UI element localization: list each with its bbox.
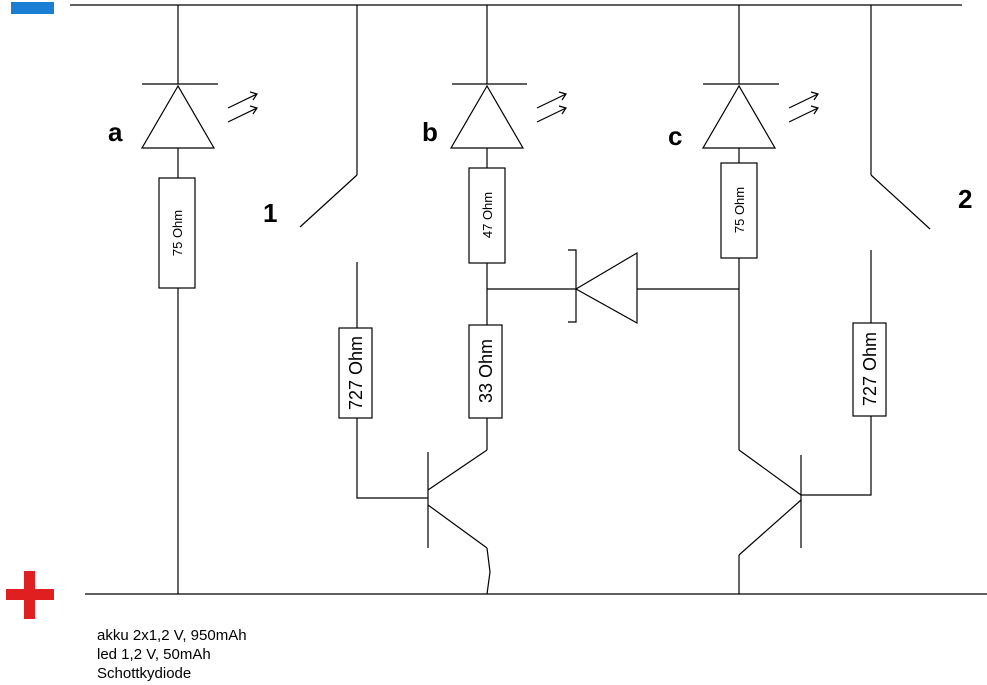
switch-1-label: 1 bbox=[263, 198, 277, 228]
transistor-left-icon bbox=[427, 449, 491, 595]
led-a-light-arrow-2 bbox=[227, 107, 258, 123]
schottky-diode-icon bbox=[574, 251, 638, 325]
note-diode: Schottkydiode bbox=[97, 665, 192, 682]
led-c-icon bbox=[701, 84, 777, 149]
resistor-base-left bbox=[338, 327, 373, 419]
resistor-collector bbox=[468, 324, 503, 419]
resistor-a-value: 75 Ohm bbox=[170, 210, 185, 256]
resistor-collector-value: 33 Ohm bbox=[476, 339, 496, 403]
plus-terminal-icon bbox=[6, 571, 54, 619]
led-a-light-arrow-1 bbox=[227, 93, 258, 109]
switch-2 bbox=[870, 5, 931, 323]
minus-terminal-icon bbox=[11, 2, 54, 14]
led-a-icon bbox=[140, 84, 216, 149]
led-a-label: a bbox=[108, 117, 123, 147]
schottky-bar bbox=[568, 249, 577, 323]
switch-1 bbox=[299, 5, 358, 328]
led-a-branch bbox=[140, 5, 258, 594]
led-b-branch bbox=[449, 5, 567, 450]
led-c-label: c bbox=[668, 121, 682, 151]
resistor-a bbox=[158, 177, 196, 289]
led-c-branch bbox=[701, 5, 819, 450]
note-led: led 1,2 V, 50mAh bbox=[97, 646, 211, 663]
transistor-right-icon bbox=[738, 449, 802, 594]
note-battery: akku 2x1,2 V, 950mAh bbox=[97, 627, 247, 644]
resistor-c-value: 75 Ohm bbox=[732, 187, 747, 233]
resistor-b-value: 47 Ohm bbox=[480, 192, 495, 238]
led-b-icon bbox=[449, 84, 525, 149]
schottky-diode bbox=[487, 249, 739, 325]
resistor-base-right bbox=[852, 322, 887, 417]
notes: akku 2x1,2 V, 950mAh led 1,2 V, 50mAh Sc… bbox=[97, 626, 247, 683]
led-b-label: b bbox=[422, 117, 438, 147]
switch-2-label: 2 bbox=[958, 184, 972, 214]
resistor-base-right-value: 727 Ohm bbox=[860, 332, 880, 406]
resistor-base-left-value: 727 Ohm bbox=[346, 336, 366, 410]
resistor-b bbox=[468, 167, 506, 264]
